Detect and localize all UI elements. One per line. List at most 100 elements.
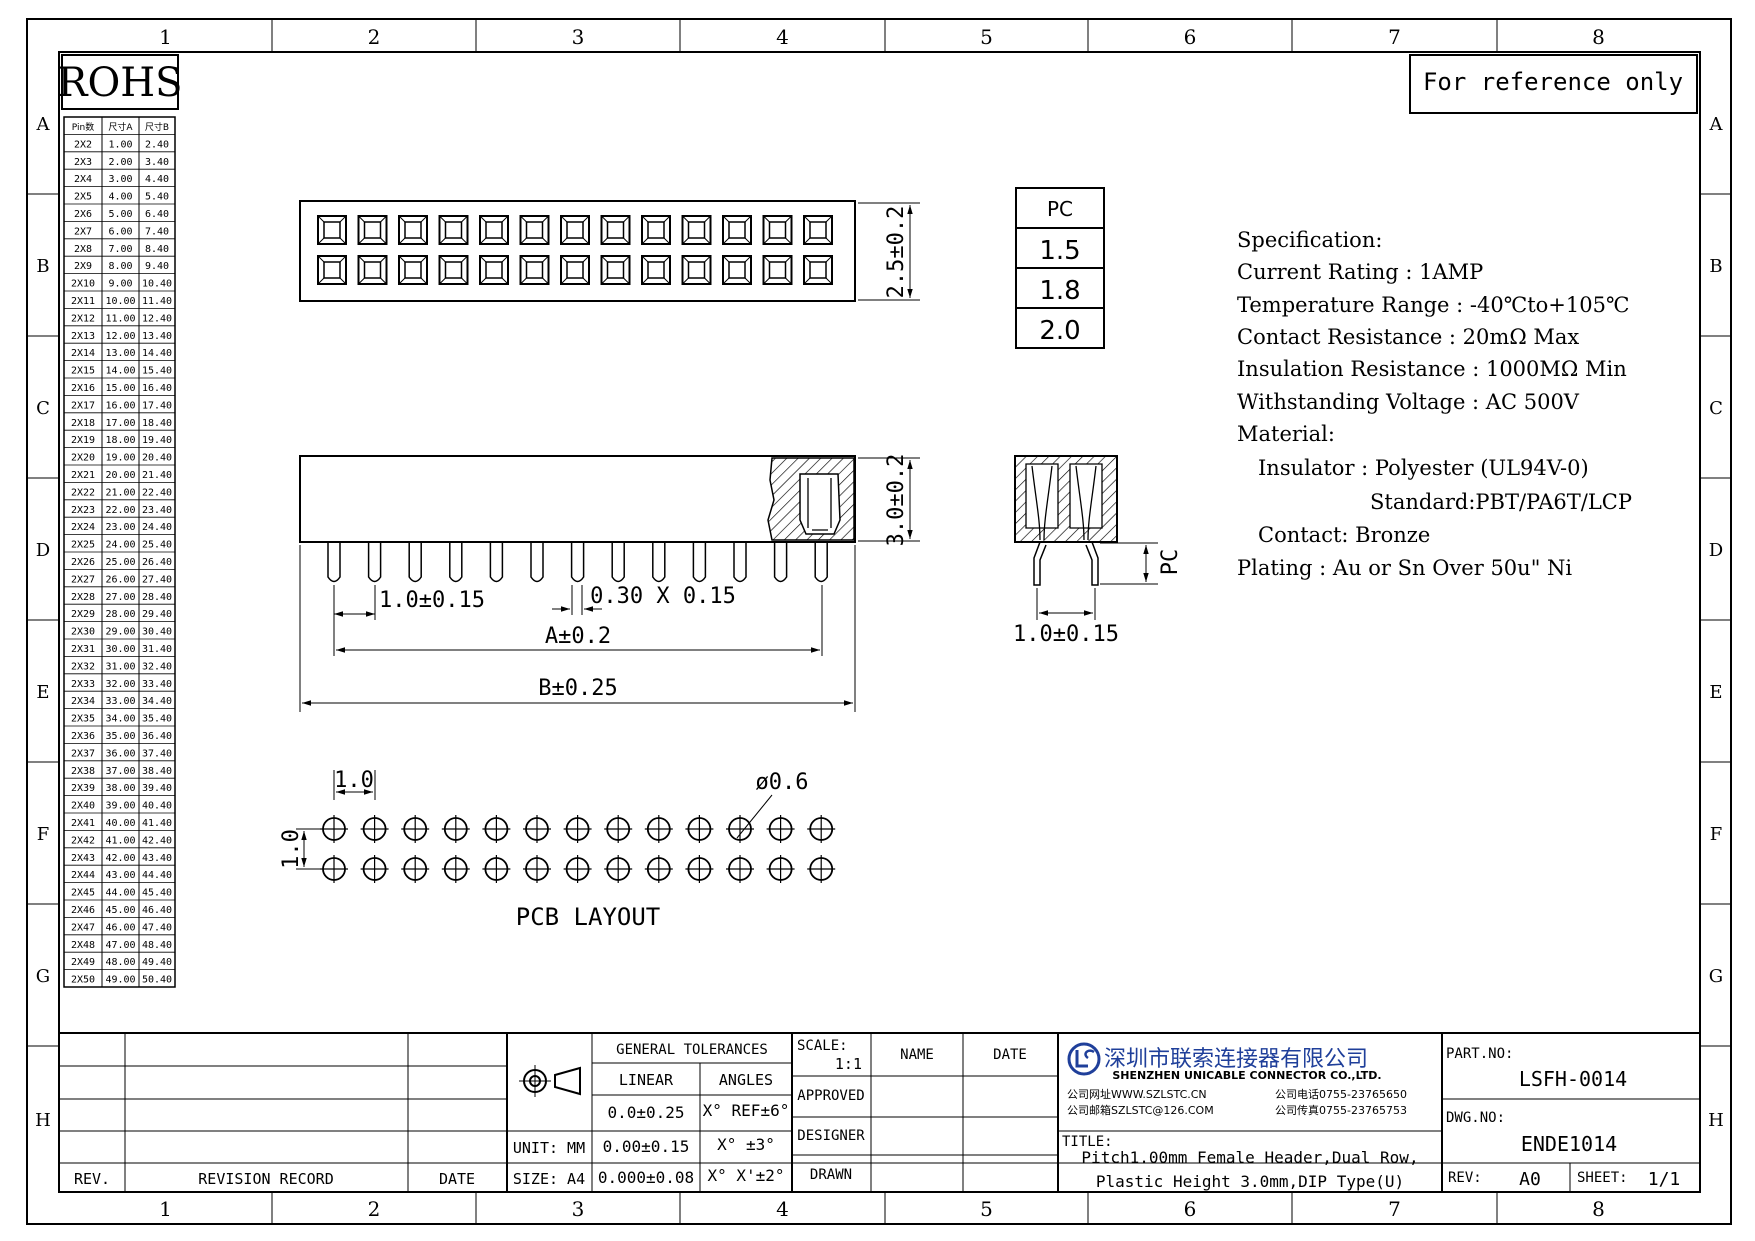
title-line-1: Pitch1.00mm Female Header,Dual Row,	[1081, 1148, 1418, 1167]
pin-table-cell: 40.40	[142, 801, 172, 812]
pin-table-cell: 48.00	[105, 957, 135, 968]
angle-tol-1: X° REF±6°	[703, 1101, 790, 1120]
pin-table-cell: 2X22	[71, 487, 95, 498]
pin-table-cell: 41.40	[142, 818, 172, 829]
row-label-left: G	[36, 966, 50, 987]
pin-table-cell: 11.40	[142, 296, 172, 307]
sheet-value: 1/1	[1648, 1169, 1681, 1190]
pin-table-cell: 2X48	[71, 940, 95, 951]
dim-pcb-pitch-x: 1.0	[334, 768, 374, 793]
specification: Specification:Current Rating : 1AMPTempe…	[1237, 228, 1632, 580]
pin-table-cell: 17.40	[142, 400, 172, 411]
dwg-no-label: DWG.NO:	[1446, 1110, 1505, 1126]
company-logo	[1067, 1042, 1101, 1076]
pin-table-cell: 2X11	[71, 296, 95, 307]
pin-table-header: 尺寸B	[145, 121, 169, 133]
dim-height-top: 2.5±0.2	[884, 206, 909, 299]
pin-table-cell: 42.00	[105, 853, 135, 864]
row-label-right: B	[1709, 256, 1722, 277]
pin-table-cell: 18.00	[105, 435, 135, 446]
pin-table-cell: 2X4	[74, 174, 92, 185]
pin-table-cell: 18.40	[142, 418, 172, 429]
pin-table-cell: 20.40	[142, 453, 172, 464]
pin-table-cell: 25.40	[142, 540, 172, 551]
pin-table-cell: 2.40	[145, 139, 169, 150]
pin-table-cell: 2X14	[71, 348, 95, 359]
scale-label: SCALE:	[797, 1038, 848, 1054]
pin-table-cell: 16.40	[142, 383, 172, 394]
rev-header: REV.	[74, 1170, 110, 1188]
pin-table-cell: 23.00	[105, 522, 135, 533]
title-line-2: Plastic Height 3.0mm,DIP Type(U)	[1096, 1172, 1404, 1191]
pc-table: PC1.51.82.0	[1015, 187, 1105, 349]
pin-table-cell: 50.40	[142, 975, 172, 986]
row-label-left: A	[36, 114, 51, 135]
row-label-right: C	[1709, 398, 1723, 419]
row-label-left: B	[36, 256, 49, 277]
pin-table-cell: 15.00	[105, 383, 135, 394]
rev-value: A0	[1519, 1169, 1541, 1190]
pin-table-cell: 3.00	[108, 174, 132, 185]
pin-table-cell: 10.00	[105, 296, 135, 307]
pin-table-cell: 2X7	[74, 226, 92, 237]
pin-table-cell: 2X50	[71, 975, 95, 986]
pin-table-cell: 47.40	[142, 922, 172, 933]
pin-table-cell: 41.00	[105, 835, 135, 846]
linear-tol-3: 0.000±0.08	[598, 1168, 694, 1187]
pin-table-cell: 2X13	[71, 331, 95, 342]
part-no: LSFH-0014	[1519, 1067, 1627, 1091]
pin-table-cell: 35.00	[105, 731, 135, 742]
col-label-bottom: 1	[159, 1197, 172, 1221]
pin-table-cell: 47.00	[105, 940, 135, 951]
col-label-bottom: 8	[1592, 1197, 1605, 1221]
col-label-top: 2	[368, 25, 381, 49]
pin-table-cell: 2X46	[71, 905, 95, 916]
dwg-no: ENDE1014	[1521, 1132, 1617, 1156]
top-view: 2.5±0.2	[299, 200, 920, 302]
designer-label: DESIGNER	[797, 1128, 865, 1144]
col-label-top: 7	[1388, 25, 1401, 49]
pin-table-cell: 46.40	[142, 905, 172, 916]
pin-table-cell: 37.00	[105, 766, 135, 777]
pin-table-cell: 2X2	[74, 139, 92, 150]
pin-table-cell: 2X20	[71, 453, 95, 464]
company-phone: 公司电话0755-23765650	[1275, 1088, 1407, 1101]
pin-table-cell: 2X41	[71, 818, 95, 829]
spec-line: Insulation Resistance : 1000MΩ Min	[1237, 357, 1627, 381]
pin-table-cell: 4.00	[108, 192, 132, 203]
approved-label: APPROVED	[797, 1088, 864, 1104]
company-name-en: SHENZHEN UNICABLE CONNECTOR CO.,LTD.	[1112, 1069, 1381, 1082]
linear-header: LINEAR	[619, 1071, 674, 1089]
pin-table-cell: 35.40	[142, 714, 172, 725]
pcb-layout: 1.0 1.0 ø0.6 PCB LAYOUT	[279, 768, 836, 931]
pin-table-cell: 2X38	[71, 766, 95, 777]
angle-tol-2: X° ±3°	[717, 1135, 775, 1154]
pin-table-cell: 37.40	[142, 748, 172, 759]
pin-table-cell: 2X25	[71, 540, 95, 551]
pin-table-cell: 49.00	[105, 975, 135, 986]
spec-line: Plating : Au or Sn Over 50u" Ni	[1237, 556, 1572, 580]
company-fax: 公司传真0755-23765753	[1275, 1103, 1407, 1117]
pin-table-cell: 45.00	[105, 905, 135, 916]
pin-table-cell: 26.40	[142, 557, 172, 568]
pin-table-cell: 43.40	[142, 853, 172, 864]
pin-table-cell: 2X49	[71, 957, 95, 968]
pin-table-cell: 32.40	[142, 661, 172, 672]
company-name-cn: 深圳市联索连接器有限公司	[1104, 1047, 1368, 1072]
pin-table-cell: 36.00	[105, 748, 135, 759]
pin-table-cell: 21.00	[105, 487, 135, 498]
spec-line: Specification:	[1237, 228, 1382, 252]
pin-table-cell: 21.40	[142, 470, 172, 481]
pin-table-cell: 2X26	[71, 557, 95, 568]
size-label: SIZE: A4	[513, 1170, 585, 1188]
col-label-top: 6	[1184, 25, 1197, 49]
pin-table-cell: 5.00	[108, 209, 132, 220]
pin-table-cell: 14.00	[105, 366, 135, 377]
pin-table-cell: 4.40	[145, 174, 169, 185]
pin-table-cell: 13.40	[142, 331, 172, 342]
dim-pitch: 1.0±0.15	[379, 588, 485, 613]
pin-table-cell: 2X10	[71, 279, 95, 290]
angle-tol-3: X° X'±2°	[707, 1166, 784, 1185]
pin-table-cell: 23.40	[142, 505, 172, 516]
